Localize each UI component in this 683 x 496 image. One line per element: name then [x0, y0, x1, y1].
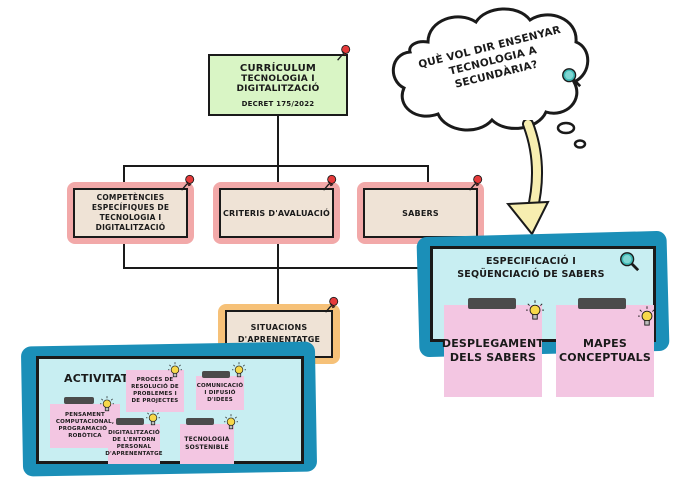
note-comunicacio: COMUNICACIÓ I DIFUSIÓ D'IDEES [196, 376, 244, 410]
note-comunicacio-label: COMUNICACIÓ I DIFUSIÓ D'IDEES [196, 382, 244, 403]
note-tecnologia-sostenible: TECNOLOGIA SOSTENIBLE [180, 424, 234, 464]
magnifier-icon [560, 66, 582, 88]
note-desplegament: DESPLEGAMENT DELS SABERS [441, 305, 545, 397]
lightbulb-icon [146, 410, 160, 427]
connector-line [277, 240, 279, 307]
lightbulb-icon [224, 414, 238, 431]
note-digitalitzacio: DIGITALITZACIÓ DE L'ENTORN PERSONAL D'AP… [105, 424, 163, 464]
note-tape [116, 418, 144, 425]
note-tape [578, 298, 626, 309]
connector-line [123, 165, 429, 167]
lightbulb-icon [100, 396, 114, 413]
pin-icon [320, 174, 338, 192]
note-pensament-label: PENSAMENT COMPUTACIONAL, PROGRAMACIÓ I R… [55, 412, 115, 439]
pin-icon [322, 296, 340, 314]
magnifier-icon [618, 250, 640, 272]
lightbulb-icon [526, 300, 544, 322]
competencies-label: COMPETÈNCIES ESPECÍFIQUES DE TECNOLOGIA … [91, 193, 170, 232]
pin-icon [334, 44, 352, 62]
pin-icon [466, 174, 484, 192]
criteris-label: CRITERIS D'AVALUACIÓ [222, 208, 331, 218]
connector-line [277, 116, 279, 166]
criteris-box: CRITERIS D'AVALUACIÓ [219, 188, 334, 238]
note-desplegament-label: DESPLEGAMENT DELS SABERS [441, 337, 545, 364]
arrow-icon [505, 120, 550, 236]
connector-line [123, 165, 125, 185]
lightbulb-icon [232, 362, 246, 379]
note-mapes: MAPES CONCEPTUALS [556, 305, 654, 397]
connector-line [123, 267, 429, 269]
sabers-label: SABERS [402, 208, 439, 218]
pin-icon [178, 174, 196, 192]
note-tape [468, 298, 516, 309]
note-tape [202, 371, 230, 378]
connector-line [277, 165, 279, 185]
note-proces-label: PROCÉS DE RESOLUCIÓ DE PROBLEMES I DE PR… [131, 377, 179, 404]
thought-cloud [391, 7, 590, 149]
curriculum-box: CURRÍCULUM TECNOLOGIA I DIGITALITZACIÓ D… [208, 54, 348, 116]
note-tape [64, 397, 94, 404]
curriculum-title-line1: CURRÍCULUM [239, 62, 317, 74]
note-tape [186, 418, 214, 425]
note-mapes-label: MAPES CONCEPTUALS [558, 337, 652, 364]
curriculum-decree: DECRET 175/2022 [241, 99, 315, 108]
note-digitalitzacio-label: DIGITALITZACIÓ DE L'ENTORN PERSONAL D'AP… [105, 430, 163, 457]
connector-line [427, 165, 429, 185]
sabers-box: SABERS [363, 188, 478, 238]
lightbulb-icon [638, 306, 656, 328]
activitats-title: ACTIVITATS [64, 372, 137, 385]
curriculum-title-line2: TECNOLOGIA I DIGITALITZACIÓ [236, 73, 320, 94]
connector-line [123, 240, 125, 268]
sabers-panel-title: ESPECIFICACIÓ I SEQÜENCIACIÓ DE SABERS [457, 256, 605, 280]
situacions-label: SITUACIONS D'APRENENTATGE [237, 323, 321, 344]
lightbulb-icon [168, 362, 182, 379]
note-tecnologia-sostenible-label: TECNOLOGIA SOSTENIBLE [184, 436, 230, 451]
competencies-box: COMPETÈNCIES ESPECÍFIQUES DE TECNOLOGIA … [73, 188, 188, 238]
